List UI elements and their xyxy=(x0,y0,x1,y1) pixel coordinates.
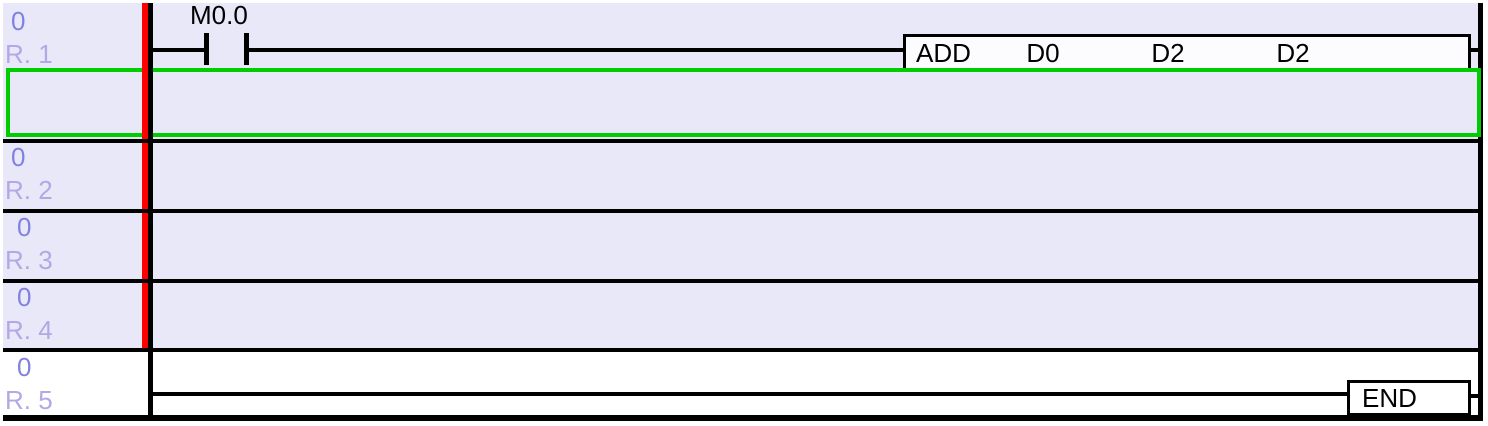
selection-cursor[interactable] xyxy=(6,68,1481,137)
step-number: 0 xyxy=(11,6,26,36)
add-instruction-box[interactable]: ADD D0 D2 D2 xyxy=(903,34,1471,71)
instruction-operand-2: D2 xyxy=(1151,37,1185,68)
step-number: 0 xyxy=(17,212,32,242)
rung-row-3[interactable]: 0 R. 3 xyxy=(3,209,1483,279)
contact-bar-left xyxy=(204,33,209,65)
rung-label: R. 2 xyxy=(5,175,53,205)
rung-row-2[interactable]: 0 R. 2 xyxy=(3,139,1483,209)
scan-position-rail xyxy=(142,3,148,352)
left-power-rail xyxy=(148,3,153,421)
instruction-operand-3: D2 xyxy=(1276,37,1310,68)
instruction-mnemonic: END xyxy=(1362,383,1417,413)
wire-segment xyxy=(1469,48,1478,52)
rung-label: R. 4 xyxy=(5,315,53,345)
wire-segment xyxy=(152,392,1347,396)
rung-row-4[interactable]: 0 R. 4 xyxy=(3,279,1483,349)
instruction-operand-1: D0 xyxy=(1026,37,1060,68)
instruction-mnemonic: ADD xyxy=(916,37,971,68)
wire-segment xyxy=(247,48,903,52)
rung-label: R. 3 xyxy=(5,245,53,275)
contact-operand-label: M0.0 xyxy=(190,0,248,30)
rung-label: R. 5 xyxy=(5,385,53,415)
rung-separator xyxy=(3,139,1483,143)
rung-separator xyxy=(3,348,1483,352)
selection-row[interactable] xyxy=(3,69,1483,139)
contact-bar-right xyxy=(244,33,249,65)
rung-separator xyxy=(3,279,1483,283)
rung-label: R. 1 xyxy=(5,39,53,69)
wire-segment xyxy=(152,48,206,52)
wire-segment xyxy=(1468,394,1478,398)
rung-separator xyxy=(3,209,1483,213)
ladder-bottom-border xyxy=(3,415,1483,421)
rung-row-5[interactable]: 0 R. 5 xyxy=(3,349,1483,417)
step-number: 0 xyxy=(17,282,32,312)
step-number: 0 xyxy=(11,142,26,172)
end-instruction-box[interactable]: END xyxy=(1347,380,1471,416)
step-number: 0 xyxy=(17,352,32,382)
